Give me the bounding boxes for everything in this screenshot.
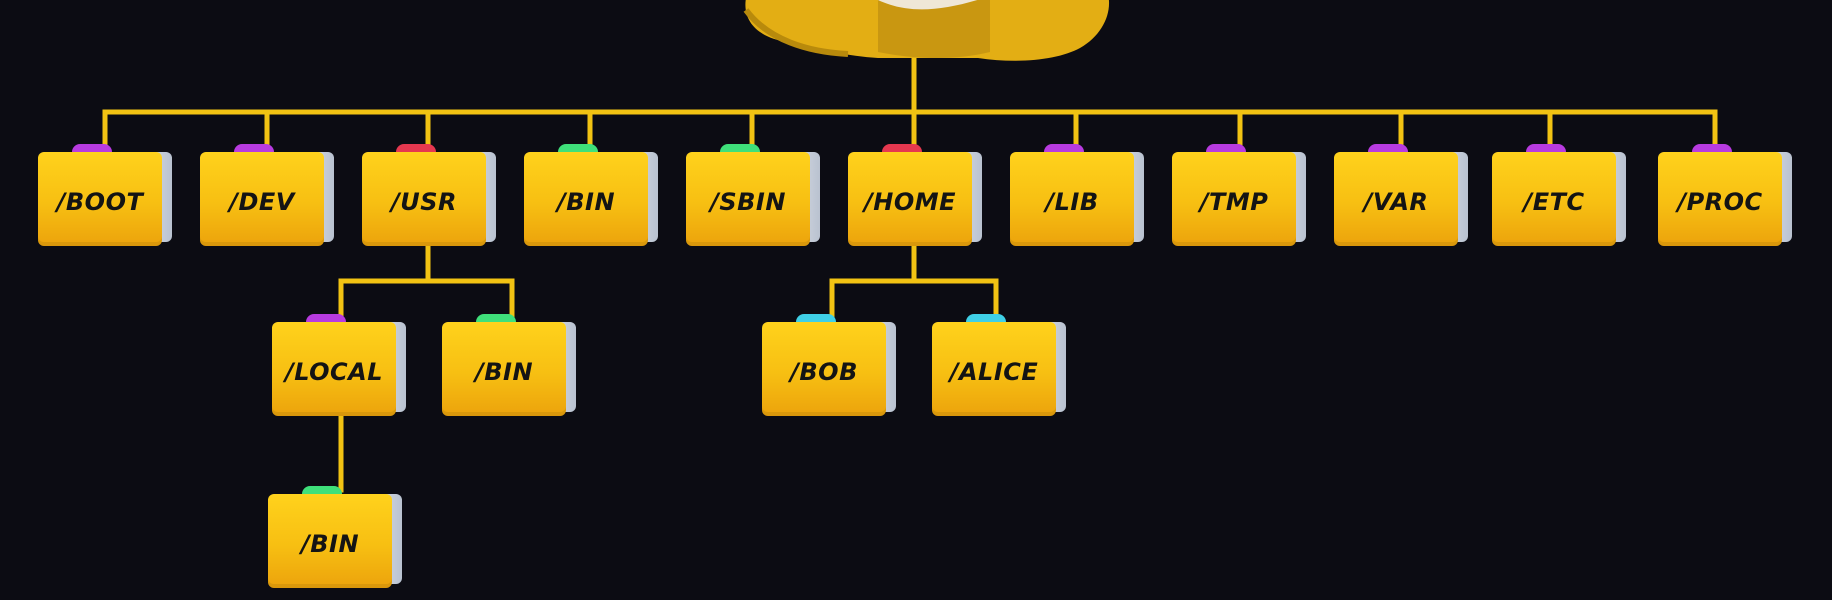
folder-bin[interactable]: /BIN: [524, 144, 658, 246]
folder-home[interactable]: /HOME: [848, 144, 982, 246]
folder-tmp[interactable]: /TMP: [1172, 144, 1306, 246]
folder-label: /PROC: [1677, 188, 1763, 216]
folder-sbin[interactable]: /SBIN: [686, 144, 820, 246]
folder-label: /VAR: [1363, 188, 1429, 216]
folder-var[interactable]: /VAR: [1334, 144, 1468, 246]
folder-label: /ETC: [1523, 188, 1585, 216]
root-mascot-icon: [743, 0, 1109, 61]
folder-label: /BIN: [474, 358, 534, 386]
folder-lib[interactable]: /LIB: [1010, 144, 1144, 246]
folder-dev[interactable]: /DEV: [200, 144, 334, 246]
folder-label: /BIN: [556, 188, 616, 216]
folder-home-bob[interactable]: /BOB: [762, 314, 896, 416]
folder-usr-local-bin[interactable]: /BIN: [268, 486, 402, 588]
folder-label: /BOB: [790, 358, 858, 386]
folder-usr-bin[interactable]: /BIN: [442, 314, 576, 416]
folder-proc[interactable]: /PROC: [1658, 144, 1792, 246]
folder-label: /LIB: [1045, 188, 1099, 216]
folder-label: /HOME: [863, 188, 957, 216]
folder-label: /USR: [390, 188, 458, 216]
folder-usr[interactable]: /USR: [362, 144, 496, 246]
folder-label: /BIN: [300, 530, 360, 558]
folder-label: /SBIN: [710, 188, 786, 216]
folder-home-alice[interactable]: /ALICE: [932, 314, 1066, 416]
folder-label: /LOCAL: [284, 358, 384, 386]
folder-label: /DEV: [229, 188, 295, 216]
folder-label: /BOOT: [56, 188, 144, 216]
folder-label: /TMP: [1199, 188, 1269, 216]
folder-usr-local[interactable]: /LOCAL: [272, 314, 406, 416]
folder-label: /ALICE: [949, 358, 1039, 386]
folder-etc[interactable]: /ETC: [1492, 144, 1626, 246]
folder-boot[interactable]: /BOOT: [38, 144, 172, 246]
